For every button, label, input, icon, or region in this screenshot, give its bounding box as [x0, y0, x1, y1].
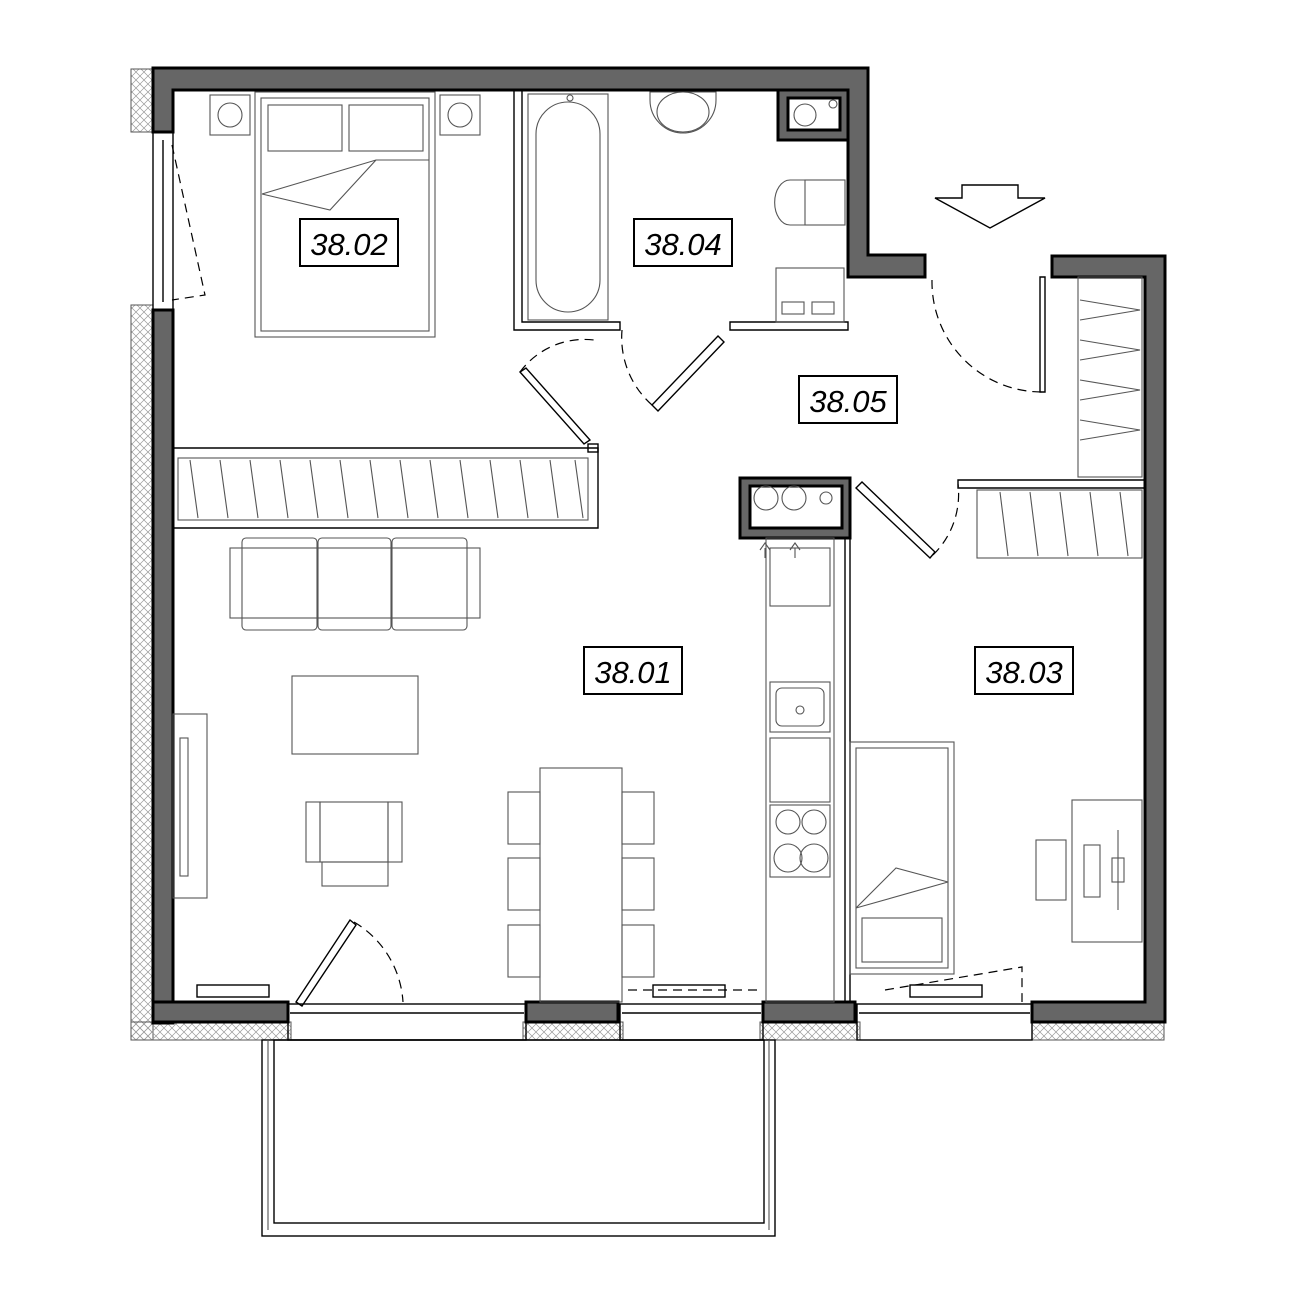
small-bedroom-furniture [849, 741, 1143, 975]
living-furniture [172, 537, 655, 1003]
room-label-text: 38.01 [594, 655, 672, 690]
partitions [173, 90, 1146, 1002]
room-label-text: 38.04 [644, 227, 722, 262]
room-label-small-bedroom: 38.03 [974, 646, 1074, 695]
walls [151, 66, 1167, 1025]
room-label-living: 38.01 [583, 646, 683, 695]
room-label-hall: 38.05 [798, 375, 898, 424]
bathroom-fixtures [527, 91, 846, 323]
doors [295, 279, 1043, 1007]
room-label-text: 38.05 [809, 384, 887, 419]
hall-symbols [753, 184, 1046, 558]
room-label-text: 38.03 [985, 655, 1063, 690]
room-label-bedroom: 38.02 [299, 218, 399, 267]
balcony [261, 1039, 776, 1237]
bedroom-furniture [209, 91, 481, 338]
insulation [130, 68, 1165, 1041]
room-label-text: 38.02 [310, 227, 388, 262]
kitchen [765, 537, 835, 1003]
windows [152, 131, 1033, 1041]
wardrobes [177, 276, 1143, 559]
room-label-bathroom: 38.04 [633, 218, 733, 267]
